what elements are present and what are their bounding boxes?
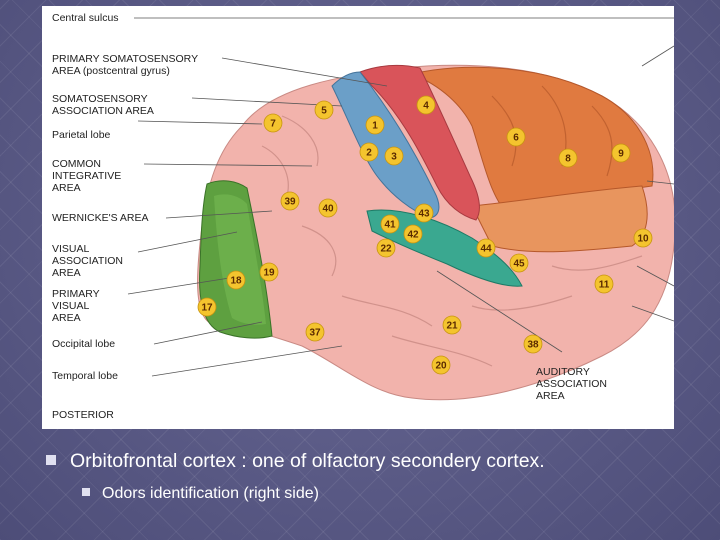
primary-visual-sublabel: VISUAL: [52, 300, 90, 312]
occipital-lobe-label: Occipital lobe: [52, 338, 116, 350]
area-5-marker: [314, 100, 334, 120]
area-44-number: 44: [480, 244, 492, 255]
visual-association-area-label: AREA: [52, 267, 81, 279]
area-19-marker: [259, 262, 279, 282]
area-11-marker: [594, 274, 614, 294]
area-1-marker: [365, 115, 385, 135]
area-20-marker: [431, 355, 451, 375]
auditory-association-label: AUDITORY: [536, 366, 590, 378]
common-integrative-label: COMMON: [52, 158, 101, 170]
area-38-number: 38: [527, 340, 539, 351]
area-42-marker: [403, 224, 423, 244]
auditory-association-sublabel: ASSOCIATION: [536, 378, 607, 390]
primary-visual-label: PRIMARY: [52, 288, 100, 300]
area-19-number: 19: [263, 268, 275, 279]
area-37-number: 37: [309, 328, 321, 339]
area-8-number: 8: [565, 154, 571, 165]
primary-somatosensory-label: PRIMARY SOMATOSENSORY: [52, 53, 199, 65]
temporal-lobe-label: Temporal lobe: [52, 370, 118, 382]
area-22-number: 22: [380, 244, 392, 255]
area-39-marker: [280, 191, 300, 211]
somatosensory-association-sublabel: ASSOCIATION AREA: [52, 105, 154, 117]
square-bullet-icon: [46, 455, 56, 465]
bullet-sub-text: Odors identification (right side): [102, 485, 319, 502]
area-10-marker: [633, 228, 653, 248]
primary-visual-area-label: AREA: [52, 312, 81, 324]
somatosensory-association-label: SOMATOSENSORY: [52, 93, 148, 105]
area-9-number: 9: [618, 149, 624, 160]
area-7-number: 7: [270, 119, 276, 130]
area-45-number: 45: [513, 259, 525, 270]
area-41-marker: [380, 214, 400, 234]
area-17-number: 17: [201, 303, 213, 314]
area-21-marker: [442, 315, 462, 335]
area-18-marker: [226, 270, 246, 290]
visual-association: [214, 194, 266, 325]
area-40-number: 40: [322, 204, 334, 215]
area-37-marker: [305, 322, 325, 342]
area-41-number: 41: [384, 220, 396, 231]
area-43-marker: [414, 203, 434, 223]
area-20-number: 20: [435, 361, 447, 372]
area-22-marker: [376, 238, 396, 258]
area-39-number: 39: [284, 197, 296, 208]
common-integrative-area-label: AREA: [52, 182, 81, 194]
area-8-marker: [558, 148, 578, 168]
area-2-number: 2: [366, 148, 372, 159]
area-1-number: 1: [372, 121, 378, 132]
area-6-number: 6: [513, 133, 519, 144]
area-10-number: 10: [637, 234, 649, 245]
central-sulcus-label: Central sulcus: [52, 12, 119, 24]
primary-somatosensory-sublabel: AREA (postcentral gyrus): [52, 65, 170, 77]
area-45-marker: [509, 253, 529, 273]
visual-association-sublabel: ASSOCIATION: [52, 255, 123, 267]
visual-association-label: VISUAL: [52, 243, 90, 255]
area-44-marker: [476, 238, 496, 258]
area-6-marker: [506, 127, 526, 147]
square-bullet-icon: [82, 488, 90, 496]
area-40-marker: [318, 198, 338, 218]
area-7-marker: [263, 113, 283, 133]
area-11-number: 11: [599, 280, 610, 291]
area-4-number: 4: [423, 101, 429, 112]
common-integrative-sublabel: INTEGRATIVE: [52, 170, 122, 182]
area-3-marker: [384, 146, 404, 166]
area-21-number: 21: [446, 321, 458, 332]
parietal-lobe-label: Parietal lobe: [52, 129, 111, 141]
area-5-number: 5: [321, 106, 327, 117]
wernickes-area-label: WERNICKE'S AREA: [52, 212, 149, 224]
area-2-marker: [359, 142, 379, 162]
bullet-sub: Odors identification (right side): [82, 485, 319, 503]
posterior-label: POSTERIOR: [52, 409, 114, 421]
area-4-marker: [416, 95, 436, 115]
primary-motor-strip: [359, 64, 480, 221]
auditory-association-area-label: AREA: [536, 390, 565, 402]
prefrontal-region: [471, 185, 648, 253]
area-42-number: 42: [407, 230, 419, 241]
area-17-marker: [197, 297, 217, 317]
area-18-number: 18: [230, 276, 242, 287]
bullet-main-text: Orbitofrontal cortex : one of olfactory …: [70, 450, 545, 472]
area-43-number: 43: [418, 209, 430, 220]
area-38-marker: [523, 334, 543, 354]
area-3-number: 3: [391, 152, 397, 163]
bullet-main: Orbitofrontal cortex : one of olfactory …: [46, 450, 545, 473]
area-9-marker: [611, 143, 631, 163]
